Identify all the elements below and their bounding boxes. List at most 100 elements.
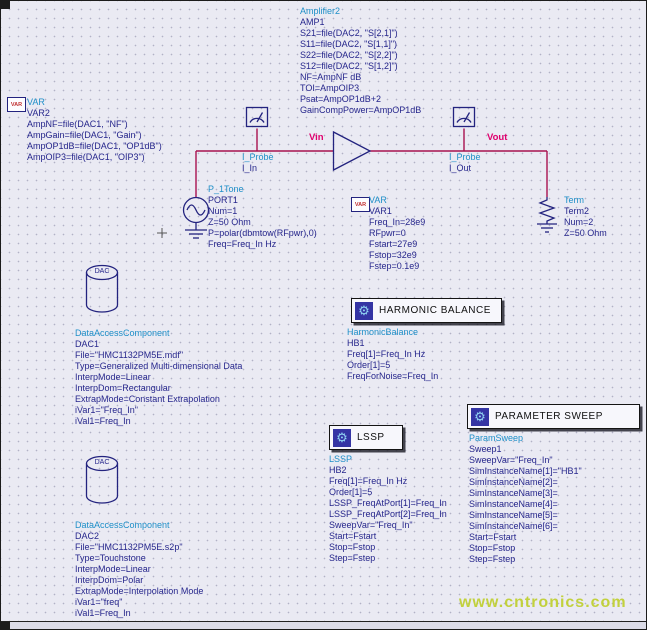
param-line: S22=file(DAC2, "S[2,2]")	[300, 50, 398, 60]
param-line: Z=50 Ohm	[208, 217, 251, 227]
dac1-symbol-label: DAC	[94, 268, 110, 275]
probe-in-annotation[interactable]: I_Probe I_In	[242, 152, 274, 174]
p1tone-source-symbol[interactable]	[181, 195, 211, 245]
param-line: File="HMC1132PM5E.s2p"	[75, 542, 183, 552]
param-line: InterpMode=Linear	[75, 564, 151, 574]
param-line: NF=AmpNF dB	[300, 72, 362, 82]
param-line: Freq=Freq_In Hz	[208, 239, 277, 249]
param-line: AmpOP1dB=file(DAC1, "OP1dB")	[27, 141, 162, 151]
parameter-sweep-controller[interactable]: ⚙ PARAMETER SWEEP	[467, 404, 640, 429]
param-line: Step=Fstep	[469, 554, 516, 564]
param-line: Type=Generalized Multi-dimensional Data	[75, 361, 243, 371]
dac2-symbol-label: DAC	[94, 459, 110, 466]
component-type-label: P_1Tone	[208, 184, 244, 194]
param-line: Freq_In=28e9	[369, 217, 426, 227]
dac2-cylinder-symbol[interactable]	[84, 454, 120, 506]
component-type-label: VAR	[369, 195, 387, 205]
var2-annotation[interactable]: VAR VAR2 AmpNF=file(DAC1, "NF")AmpGain=f…	[27, 97, 162, 163]
param-line: Num=1	[208, 206, 238, 216]
component-type-label: I_Probe	[242, 152, 274, 162]
component-type-label: Amplifier2	[300, 6, 341, 16]
origin-marker	[157, 228, 167, 238]
param-line: SweepVar="Freq_In"	[329, 520, 413, 530]
amplifier-symbol[interactable]	[332, 130, 372, 172]
probe-out-annotation[interactable]: I_Probe I_Out	[449, 152, 481, 174]
param-line: SimInstanceName[3]=	[469, 488, 558, 498]
param-line: InterpDom=Rectangular	[75, 383, 171, 393]
dac2-annotation[interactable]: DataAccessComponent DAC2 File="HMC1132PM…	[75, 520, 203, 619]
current-probe-in-symbol[interactable]	[245, 105, 269, 129]
param-line: iVal1=Freq_In	[75, 416, 131, 426]
param-line: Freq[1]=Freq_In Hz	[347, 349, 426, 359]
param-line: Psat=AmpOP1dB+2	[300, 94, 382, 104]
var-eqn-icon[interactable]: VAR	[351, 197, 370, 212]
node-label-vin[interactable]: Vin	[309, 132, 324, 143]
param-line: Fstep=0.1e9	[369, 261, 420, 271]
controller-title: LSSP	[357, 432, 385, 443]
param-line: Start=Fstart	[469, 532, 517, 542]
dac1-annotation[interactable]: DataAccessComponent DAC1 File="HMC1132PM…	[75, 328, 242, 427]
controller-title: PARAMETER SWEEP	[495, 411, 603, 422]
param-line: SimInstanceName[5]=	[469, 510, 558, 520]
var-eqn-icon[interactable]: VAR	[7, 97, 26, 112]
param-line: Freq[1]=Freq_In Hz	[329, 476, 408, 486]
corner-mark-top-left	[1, 1, 10, 9]
instance-name-label: AMP1	[300, 17, 325, 27]
param-line: ExtrapMode=Interpolation Mode	[75, 586, 204, 596]
amplifier-annotation[interactable]: Amplifier2 AMP1 S21=file(DAC2, "S[2,1]")…	[300, 6, 421, 116]
component-type-label: Term	[564, 195, 584, 205]
instance-name-label: DAC1	[75, 339, 100, 349]
param-line: Num=2	[564, 217, 594, 227]
param-line: SimInstanceName[6]=	[469, 521, 558, 531]
watermark: www.cntronics.com	[459, 594, 627, 611]
var-icon-label: VAR	[354, 201, 367, 208]
param-list: S21=file(DAC2, "S[2,1]")S11=file(DAC2, "…	[300, 28, 421, 116]
component-type-label: I_Probe	[449, 152, 481, 162]
sweep-annotation[interactable]: ParamSweep Sweep1 SweepVar="Freq_In"SimI…	[469, 433, 582, 565]
node-label-vout[interactable]: Vout	[487, 132, 508, 143]
param-line: Step=Fstep	[329, 553, 376, 563]
instance-name-label: VAR2	[27, 108, 50, 118]
param-line: AmpOIP3=file(DAC1, "OIP3")	[27, 152, 145, 162]
param-line: Start=Fstart	[329, 531, 377, 541]
lssp-controller[interactable]: ⚙ LSSP	[329, 425, 403, 450]
component-type-label: DataAccessComponent	[75, 328, 170, 338]
param-line: LSSP_FreqAtPort[1]=Freq_In	[329, 498, 447, 508]
param-line: RFpwr=0	[369, 228, 406, 238]
param-line: SimInstanceName[2]=	[469, 477, 558, 487]
current-probe-out-symbol[interactable]	[452, 105, 476, 129]
param-list: File="HMC1132PM5E.mdf"Type=Generalized M…	[75, 350, 242, 427]
harmonic-balance-controller[interactable]: ⚙ HARMONIC BALANCE	[351, 298, 502, 323]
component-type-label: ParamSweep	[469, 433, 524, 443]
param-line: Order[1]=5	[329, 487, 373, 497]
param-line: SimInstanceName[1]="HB1"	[469, 466, 582, 476]
param-line: S12=file(DAC2, "S[1,2]")	[300, 61, 398, 71]
instance-name-label: I_In	[242, 163, 258, 173]
dac1-cylinder-symbol[interactable]	[84, 263, 120, 315]
component-type-label: DataAccessComponent	[75, 520, 170, 530]
term-symbol[interactable]	[535, 195, 559, 243]
gear-icon: ⚙	[355, 301, 373, 320]
param-line: AmpNF=file(DAC1, "NF")	[27, 119, 128, 129]
param-list: SweepVar="Freq_In"SimInstanceName[1]="HB…	[469, 455, 582, 565]
param-line: Order[1]=5	[347, 360, 391, 370]
bottom-edge-bar	[1, 621, 646, 629]
instance-name-label: PORT1	[208, 195, 238, 205]
param-line: InterpDom=Polar	[75, 575, 144, 585]
param-line: TOI=AmpOIP3	[300, 83, 360, 93]
instance-name-label: Sweep1	[469, 444, 502, 454]
param-line: InterpMode=Linear	[75, 372, 151, 382]
param-line: FreqForNoise=Freq_In	[347, 371, 439, 381]
component-type-label: HarmonicBalance	[347, 327, 419, 337]
instance-name-label: I_Out	[449, 163, 472, 173]
